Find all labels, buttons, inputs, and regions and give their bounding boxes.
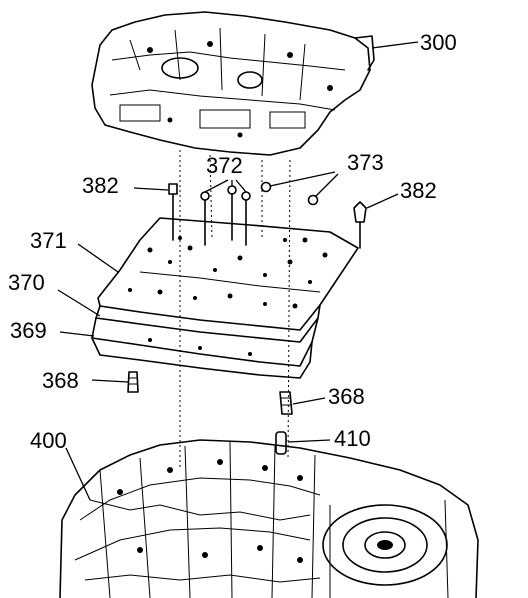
leader-lines — [57, 41, 419, 501]
label-400: 400 — [30, 428, 67, 453]
label-368-left: 368 — [42, 368, 79, 393]
bolts-372 — [200, 185, 251, 246]
label-371: 371 — [30, 228, 67, 253]
label-382-right: 382 — [400, 178, 437, 203]
label-370: 370 — [8, 270, 45, 295]
label-372: 372 — [206, 153, 243, 178]
valve-body-assembly — [91, 11, 375, 156]
label-373: 373 — [347, 150, 384, 175]
spacer-plate-371 — [97, 217, 359, 331]
label-300: 300 — [420, 30, 457, 55]
pin-410 — [275, 431, 287, 455]
bolt-382-left — [168, 183, 178, 241]
bolt-368-left — [127, 371, 139, 393]
gasket-369 — [91, 317, 319, 367]
bolt-368-right — [279, 391, 293, 415]
transmission-case — [59, 439, 479, 598]
label-368-right: 368 — [328, 384, 365, 409]
check-balls-373 — [260, 181, 319, 206]
label-410: 410 — [334, 426, 371, 451]
alignment-lines — [179, 150, 291, 470]
label-382-left: 382 — [82, 173, 119, 198]
bolt-382-right — [353, 201, 367, 249]
plate-assembly-lower-edge — [91, 337, 313, 379]
callout-labels: 300 372 373 382 382 371 370 369 368 368 … — [8, 30, 457, 453]
label-369: 369 — [10, 318, 47, 343]
